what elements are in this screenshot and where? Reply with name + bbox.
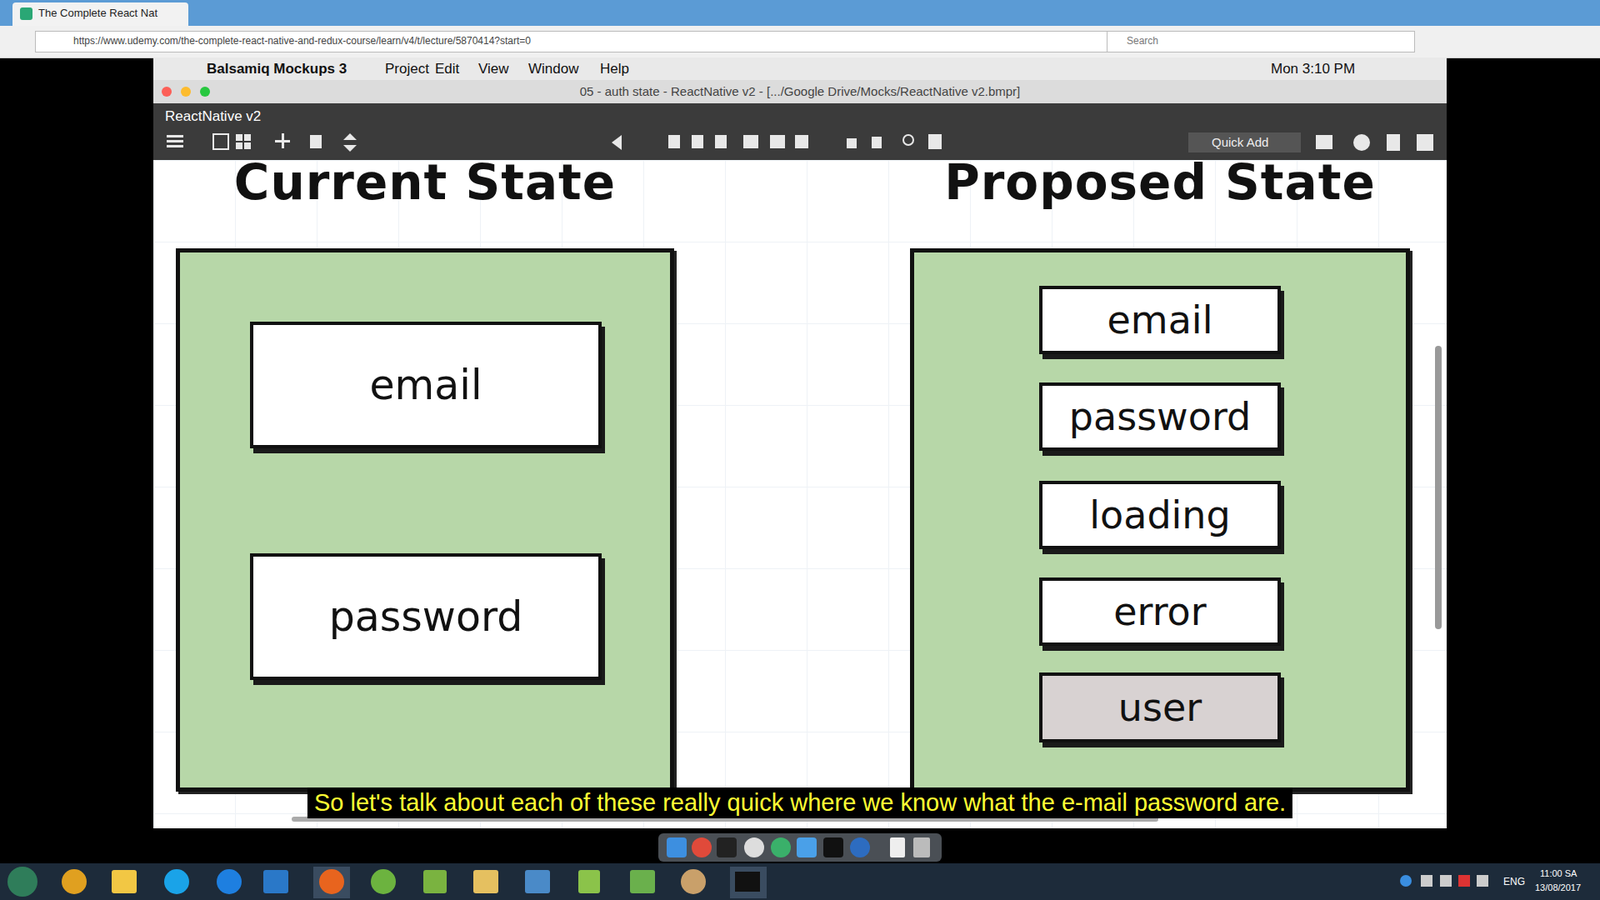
url-text: https://www.udemy.com/the-complete-react… (73, 35, 531, 47)
mac-dock (658, 831, 942, 864)
app-name: Balsamiq Mockups 3 (206, 60, 347, 78)
field-label: password (329, 593, 524, 641)
state-field-box: email (1039, 285, 1281, 355)
menu-item: Help (600, 60, 630, 78)
clock: Mon 3:10 PM (1270, 60, 1355, 78)
browser-tab-bar (0, 0, 1600, 26)
state-panel: Current Stateemailpassword (175, 248, 675, 792)
menu-item: Window (528, 60, 579, 78)
taskbar-icons (0, 863, 1600, 900)
state-field-box: email (250, 321, 602, 449)
quick-add: Quick Add (1211, 135, 1269, 150)
field-label: password (1069, 394, 1251, 440)
field-label: email (1107, 297, 1214, 343)
taskbar-date: 13/08/2017 (1535, 882, 1581, 893)
panel-heading: Proposed State (864, 154, 1456, 211)
traffic-lights (158, 83, 217, 100)
field-label: user (1118, 685, 1202, 730)
state-field-box: loading (1039, 480, 1281, 550)
toolbar-icons (153, 103, 1447, 160)
field-label: loading (1089, 492, 1230, 538)
search-placeholder: Search (1126, 35, 1159, 47)
menu-item: View (478, 60, 510, 78)
field-label: error (1113, 589, 1206, 635)
taskbar-time: 11:00 SA (1540, 868, 1577, 879)
state-field-box: error (1039, 577, 1281, 646)
video-subtitle: So let's talk about each of these really… (307, 787, 1293, 819)
state-panel: Proposed Stateemailpasswordloadingerroru… (910, 248, 1410, 792)
project-name: ReactNative v2 (165, 108, 261, 125)
menu-item: Edit (435, 60, 460, 78)
state-field-box: password (250, 553, 602, 680)
state-field-box: user (1039, 672, 1281, 743)
tab-title: The Complete React Nat (38, 6, 158, 20)
window-title: 05 - auth state - ReactNative v2 - [.../… (580, 84, 1021, 99)
tab-favicon (20, 7, 33, 20)
vertical-scrollbar (1435, 345, 1442, 630)
state-field-box: password (1039, 382, 1281, 451)
language-indicator: ENG (1503, 875, 1525, 888)
panel-heading: Current State (130, 154, 720, 211)
field-label: email (369, 361, 482, 410)
mac-menu-bar (153, 57, 1447, 80)
menu-item: Project (385, 60, 430, 78)
